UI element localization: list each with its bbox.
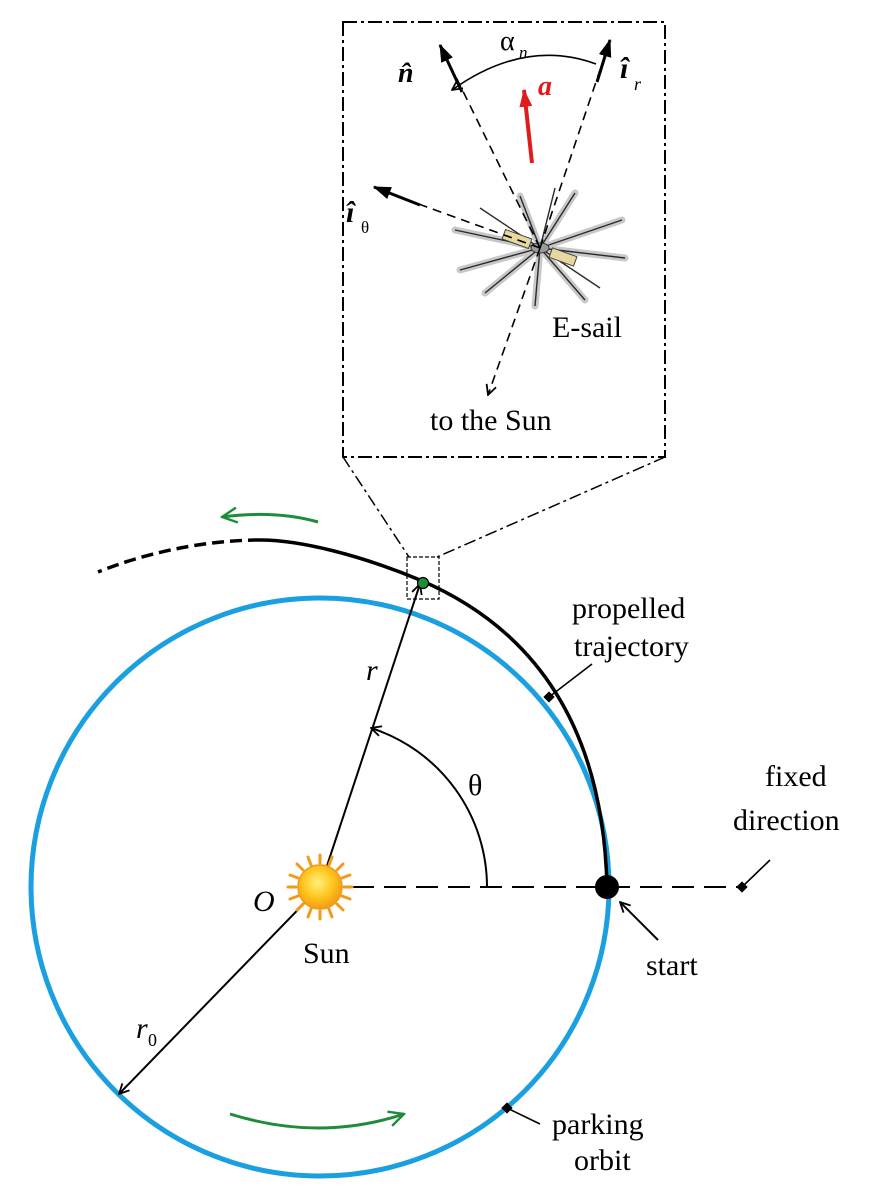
propelled-leader-dot (543, 691, 555, 703)
start-pointer-arrow (620, 902, 659, 941)
alpha-sub-label: n (519, 43, 528, 62)
propelled-label-line2: trajectory (574, 630, 689, 663)
fixed-label-line1: fixed (765, 760, 827, 793)
inset-leader-right (436, 456, 666, 558)
parking-label-line2: orbit (574, 1144, 631, 1177)
sun-icon (286, 853, 354, 921)
propelled-label-line1: propelled (572, 592, 685, 625)
e-sail-label: E-sail (552, 311, 622, 344)
radius-r-vector (319, 584, 420, 888)
ir-vector-arrow (595, 38, 612, 83)
e-sail-spacecraft-icon (451, 187, 629, 310)
radius-r0-vector (119, 886, 321, 1094)
r0-label: r (136, 1012, 148, 1045)
itheta-sub-label: θ (361, 218, 369, 237)
alpha-label: α (500, 26, 515, 57)
parking-orbit-leader (506, 1107, 541, 1125)
itheta-vector-arrow (372, 185, 421, 207)
parking-orbit-leader-dot (501, 1102, 513, 1114)
ir-direction-line (539, 69, 601, 249)
motion-arrow-bottom (229, 1114, 404, 1130)
inset-leader-left (342, 456, 410, 558)
a-label: a (538, 71, 552, 102)
acceleration-vector (519, 88, 534, 164)
ir-sub-label: r (634, 74, 642, 94)
to-the-sun-label: to the Sun (430, 404, 552, 437)
alpha-n-arc (452, 54, 597, 90)
fixed-label-line2: direction (733, 804, 840, 837)
theta-label: θ (468, 769, 482, 802)
fixed-direction-leader (741, 859, 771, 888)
start-label: start (646, 949, 698, 982)
n-direction-line (454, 74, 541, 249)
ir-hat-label: î (620, 52, 630, 85)
itheta-hat-label: î (346, 196, 356, 229)
origin-label: O (253, 885, 275, 918)
spacecraft-position-dot (416, 576, 430, 590)
r-label: r (366, 654, 378, 687)
theta-arc (371, 728, 488, 888)
parking-label-line1: parking (552, 1108, 644, 1141)
r0-sub-label: 0 (148, 1030, 157, 1050)
start-point (595, 875, 619, 899)
propelled-trajectory (259, 538, 609, 888)
inset-box (342, 21, 666, 458)
motion-arrow-top (222, 514, 319, 522)
sun-label: Sun (303, 937, 350, 970)
zoom-box (406, 556, 440, 600)
propelled-leader (548, 663, 593, 698)
fixed-direction-leader-dot (736, 881, 748, 893)
trajectory-continuation (97, 538, 261, 574)
to-sun-line (488, 247, 541, 395)
n-hat-label: n̂ (398, 58, 414, 89)
